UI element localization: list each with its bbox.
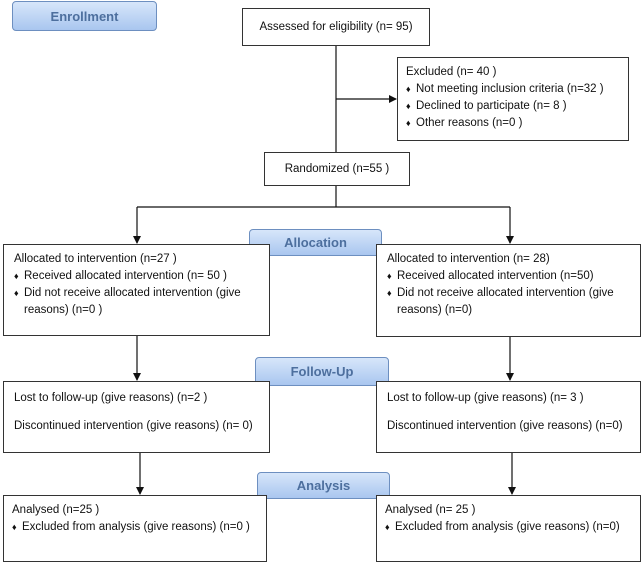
excluded-item: ♦ Declined to participate (n= 8 ): [406, 98, 622, 115]
left-followup-box: Lost to follow-up (give reasons) (n=2 ) …: [3, 381, 270, 453]
right-followup-box: Lost to follow-up (give reasons) (n= 3 )…: [376, 381, 641, 453]
allocation-stage-label: Allocation: [249, 229, 382, 256]
randomized-text: Randomized (n=55 ): [284, 163, 390, 175]
right-allocation-title: Allocated to intervention (n= 28): [387, 253, 550, 265]
left-analysis-item: ♦ Excluded from analysis (give reasons) (…: [12, 519, 260, 536]
excluded-item: ♦ Other reasons (n=0 ): [406, 115, 622, 132]
left-analysis-title: Analysed (n=25 ): [12, 504, 100, 516]
excluded-title: Excluded (n= 40 ): [406, 66, 497, 78]
left-allocation-item: ♦ Received allocated intervention (n= 50 …: [14, 268, 263, 285]
bullet-icon: ♦: [385, 522, 390, 532]
left-discontinued-text: Discontinued intervention (give reasons)…: [14, 420, 253, 432]
analysis-stage-label: Analysis: [257, 472, 390, 499]
bullet-icon: ♦: [406, 118, 411, 128]
right-discontinued-text: Discontinued intervention (give reasons)…: [387, 420, 623, 432]
right-allocation-item-text: Did not receive allocated intervention (…: [397, 287, 614, 316]
left-allocation-item: ♦ Did not receive allocated intervention …: [14, 285, 263, 319]
right-analysis-box: Analysed (n= 25 ) ♦ Excluded from analysi…: [376, 495, 641, 562]
right-analysis-item-text: Excluded from analysis (give reasons) (n…: [395, 521, 620, 533]
right-allocation-box: Allocated to intervention (n= 28) ♦ Recei…: [376, 244, 641, 337]
bullet-icon: ♦: [387, 288, 392, 298]
left-allocation-item-text: Received allocated intervention (n= 50 ): [24, 270, 227, 282]
bullet-icon: ♦: [14, 288, 19, 298]
left-allocation-title: Allocated to intervention (n=27 ): [14, 253, 177, 265]
bullet-icon: ♦: [387, 271, 392, 281]
excluded-item-text: Not meeting inclusion criteria (n=32 ): [416, 83, 604, 95]
left-allocation-box: Allocated to intervention (n=27 ) ♦ Recei…: [3, 244, 270, 336]
bullet-icon: ♦: [12, 522, 17, 532]
bullet-icon: ♦: [406, 101, 411, 111]
left-lost-text: Lost to follow-up (give reasons) (n=2 ): [14, 392, 208, 404]
enrollment-stage-label: Enrollment: [12, 1, 157, 31]
left-analysis-box: Analysed (n=25 ) ♦ Excluded from analysis…: [3, 495, 267, 562]
right-allocation-item: ♦ Received allocated intervention (n=50): [387, 268, 634, 285]
followup-stage-label: Follow-Up: [255, 357, 389, 386]
right-lost-text: Lost to follow-up (give reasons) (n= 3 ): [387, 392, 584, 404]
assessed-text: Assessed for eligibility (n= 95): [259, 21, 413, 33]
right-analysis-item: ♦ Excluded from analysis (give reasons) (…: [385, 519, 634, 536]
excluded-item: ♦ Not meeting inclusion criteria (n=32 ): [406, 81, 622, 98]
assessed-box: Assessed for eligibility (n= 95): [242, 8, 430, 46]
excluded-box: Excluded (n= 40 ) ♦ Not meeting inclusion…: [397, 57, 629, 141]
right-analysis-title: Analysed (n= 25 ): [385, 504, 476, 516]
excluded-item-text: Other reasons (n=0 ): [416, 117, 523, 129]
bullet-icon: ♦: [406, 84, 411, 94]
randomized-box: Randomized (n=55 ): [264, 152, 410, 186]
right-allocation-item-text: Received allocated intervention (n=50): [397, 270, 594, 282]
left-allocation-item-text: Did not receive allocated intervention (…: [24, 287, 241, 316]
bullet-icon: ♦: [14, 271, 19, 281]
excluded-item-text: Declined to participate (n= 8 ): [416, 100, 567, 112]
right-allocation-item: ♦ Did not receive allocated intervention …: [387, 285, 634, 319]
left-analysis-item-text: Excluded from analysis (give reasons) (n…: [22, 521, 250, 533]
